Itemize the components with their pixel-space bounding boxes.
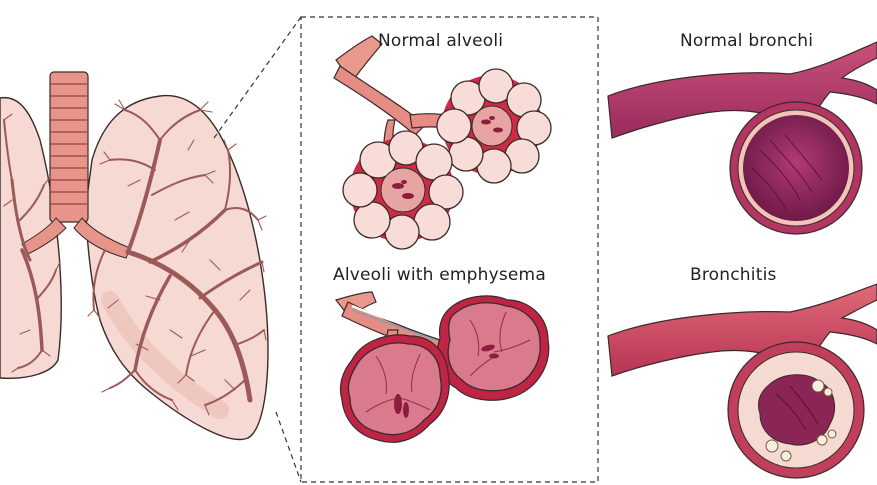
normal-alveoli-label: Normal alveoli xyxy=(378,31,503,51)
bronchitis-illustration xyxy=(608,284,877,478)
emphysema-alveoli-label: Alveoli with emphysema xyxy=(333,265,546,285)
emphysema-cluster-upper xyxy=(437,296,548,400)
lungs-illustration xyxy=(0,72,268,439)
emphysema-cluster-left xyxy=(340,335,449,442)
normal-bronchus-illustration xyxy=(608,42,877,234)
bronchitis-label: Bronchitis xyxy=(690,265,777,285)
normal-alveoli-illustration xyxy=(334,36,551,249)
alveoli-cluster-upper xyxy=(437,69,551,183)
alveoli-cluster-left xyxy=(343,131,463,249)
normal-bronchi-label: Normal bronchi xyxy=(680,31,813,51)
emphysema-alveoli-illustration xyxy=(336,292,549,442)
